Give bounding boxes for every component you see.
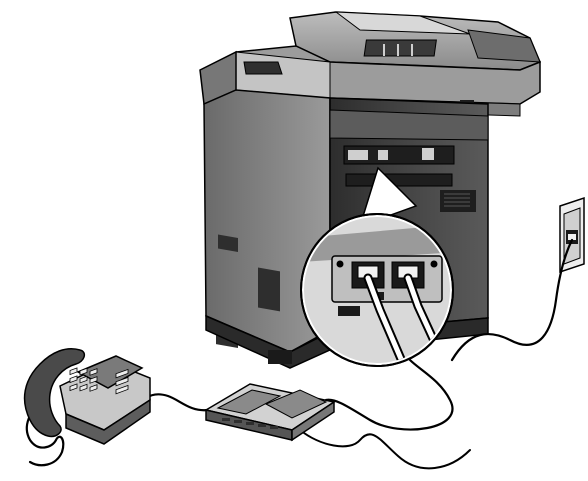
ext-port [422, 148, 434, 160]
line-port [378, 150, 388, 160]
callout-port-plate [332, 256, 442, 302]
printer-foot [268, 350, 292, 364]
screw-icon [337, 261, 344, 268]
function-keys [116, 369, 128, 393]
screw-icon [431, 261, 438, 268]
usb-port [348, 150, 368, 160]
side-vent-grille [258, 267, 280, 311]
telephone-keypad [70, 368, 97, 391]
callout-label-block [338, 306, 360, 316]
cord-loop [300, 430, 470, 468]
answering-machine [206, 384, 334, 440]
ext-cord-to-answering-machine [326, 360, 452, 430]
telephone [25, 349, 150, 444]
